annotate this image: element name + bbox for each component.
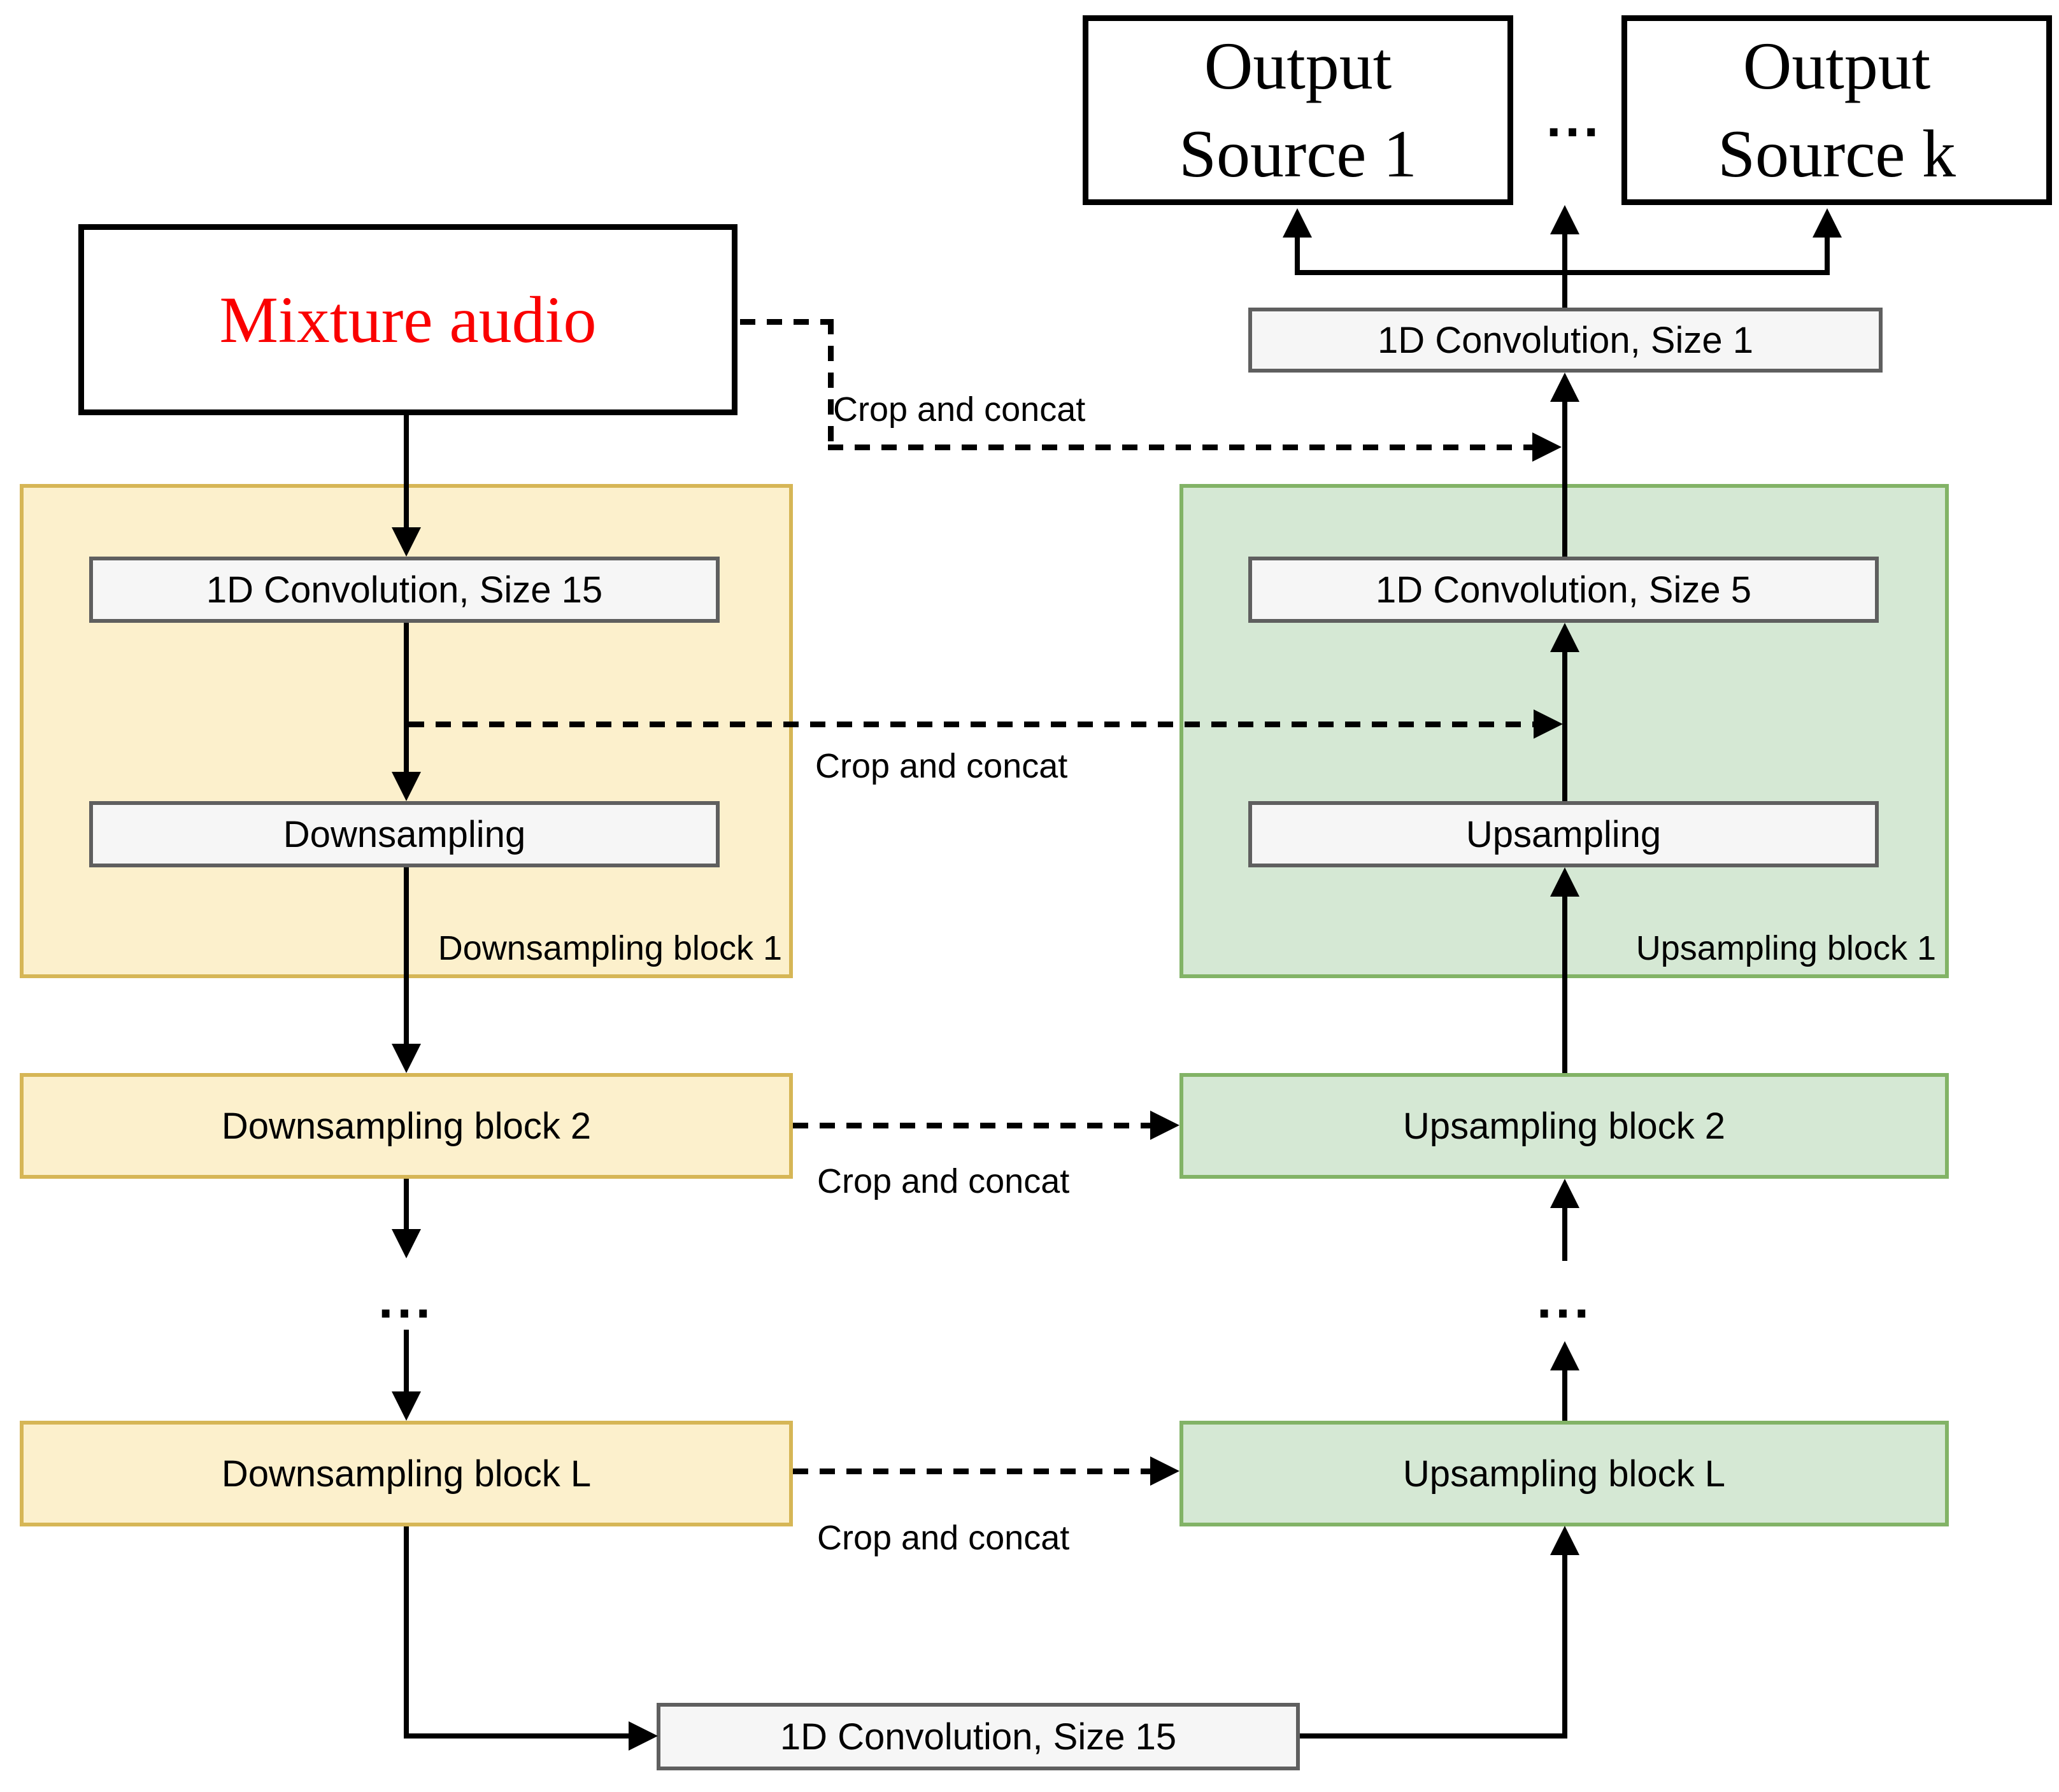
arrowhead-into-source1 — [1283, 208, 1312, 238]
arrowhead-into-dec-conv — [1550, 623, 1579, 652]
ellipsis-encoder-blocks: ... — [378, 1269, 434, 1329]
ellipsis-decoder-blocks: ... — [1536, 1269, 1593, 1329]
arrowhead-into-blockL — [392, 1391, 421, 1421]
branch-line-to-sourcek — [1825, 238, 1830, 273]
flow-line-from-bottleneck — [1300, 1733, 1567, 1739]
upsampling-block-2: Upsampling block 2 — [1179, 1073, 1949, 1179]
output-source-1-line2: Source 1 — [1179, 117, 1417, 191]
output-source-1-box: Output Source 1 — [1083, 15, 1513, 205]
flow-line-up-to-blockL — [1562, 1554, 1567, 1739]
arrowhead-into-bottleneck — [629, 1721, 658, 1751]
flow-line-blockL-up — [1562, 1370, 1567, 1421]
flow-line-block1-to-block2 — [404, 867, 409, 1044]
flow-line-blockL-down — [404, 1526, 409, 1739]
mixture-audio-box: Mixture audio — [78, 224, 737, 415]
arrowhead-middle-output — [1550, 205, 1579, 234]
arrowhead-skip-block2 — [1150, 1111, 1179, 1140]
skip-block2-dash — [793, 1123, 1151, 1128]
arrowhead-into-final-conv — [1550, 373, 1579, 402]
arrowhead-above-upsampling-blockL — [1550, 1341, 1579, 1370]
crop-and-concat-label-block2: Crop and concat — [817, 1162, 1070, 1200]
arrowhead-into-block2 — [392, 1044, 421, 1073]
output-source-k-line1: Output — [1742, 29, 1931, 103]
arrowhead-skip-block1 — [1534, 709, 1563, 739]
flow-line-upsampling-to-conv5 — [1562, 652, 1567, 801]
flow-line-block2-to-upsampling-op — [1562, 897, 1567, 1073]
encoder-conv-box: 1D Convolution, Size 15 — [89, 557, 720, 623]
arrowhead-into-enc-conv — [392, 527, 421, 557]
flow-line-conv-to-downsampling — [404, 623, 409, 773]
arrowhead-into-upsampling-op — [1550, 867, 1579, 897]
arrowhead-skip-mixture — [1532, 432, 1562, 462]
skip-blockL-dash — [793, 1468, 1151, 1474]
downsampling-block-1-label: Downsampling block 1 — [438, 929, 782, 967]
crop-and-concat-label-mixture: Crop and concat — [833, 390, 1086, 429]
flow-line-block2-to-ellipsis — [404, 1179, 409, 1230]
upsampling-block-L: Upsampling block L — [1179, 1421, 1949, 1526]
output-source-k-line2: Source k — [1718, 117, 1956, 191]
branch-line-to-source1 — [1295, 238, 1300, 273]
ellipsis-between-outputs: ... — [1546, 87, 1602, 148]
encoder-downsampling-box: Downsampling — [89, 801, 720, 867]
flow-line-conv5-to-final-conv — [1562, 402, 1567, 557]
skip-mixture-dash-h2 — [828, 444, 1532, 450]
branch-line-middle — [1562, 234, 1567, 270]
output-source-k-box: Output Source k — [1621, 15, 2052, 205]
downsampling-block-L: Downsampling block L — [20, 1421, 793, 1526]
crop-and-concat-label-blockL: Crop and concat — [817, 1519, 1070, 1557]
flow-line-ellipsis-to-blockL — [404, 1330, 409, 1392]
skip-mixture-dash-h1 — [740, 319, 833, 325]
flow-line-mixture-to-block1 — [404, 415, 409, 530]
arrowhead-into-upsampling-blockL — [1550, 1526, 1579, 1555]
upsampling-block-1-label: Upsampling block 1 — [1635, 929, 1936, 967]
flow-line-ellipsis-to-block2-up — [1562, 1208, 1567, 1261]
skip-mixture-dash-v — [828, 319, 834, 450]
final-conv-box: 1D Convolution, Size 1 — [1248, 308, 1883, 373]
flow-line-to-bottleneck — [404, 1733, 631, 1739]
decoder-conv-box: 1D Convolution, Size 5 — [1248, 557, 1879, 623]
bottleneck-conv-box: 1D Convolution, Size 15 — [657, 1703, 1300, 1770]
output-source-1-line1: Output — [1204, 29, 1392, 103]
arrowhead-below-block2 — [392, 1229, 421, 1258]
crop-and-concat-label-block1: Crop and concat — [815, 747, 1068, 785]
arrowhead-into-downsampling-op — [392, 772, 421, 801]
skip-block1-dash — [409, 722, 1534, 727]
arrowhead-into-upsampling-block2 — [1550, 1179, 1579, 1208]
output-branch-line — [1295, 270, 1830, 275]
downsampling-block-2: Downsampling block 2 — [20, 1073, 793, 1179]
arrowhead-skip-blockL — [1150, 1456, 1179, 1486]
decoder-upsampling-box: Upsampling — [1248, 801, 1879, 867]
arrowhead-into-sourcek — [1813, 208, 1842, 238]
flow-line-final-conv-up — [1562, 270, 1567, 308]
